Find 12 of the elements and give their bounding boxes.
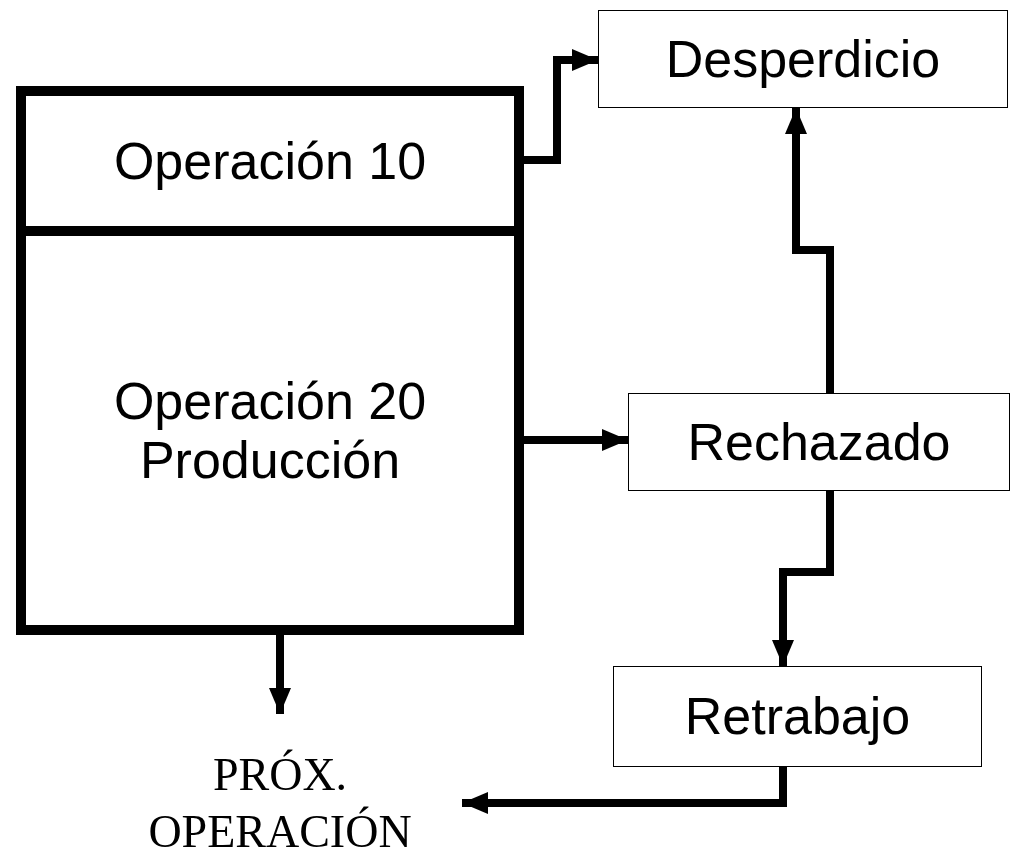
node-label: Desperdicio bbox=[665, 29, 941, 89]
process-box bbox=[628, 393, 1010, 491]
arrow bbox=[785, 108, 834, 393]
node-label: Rechazado bbox=[687, 412, 951, 472]
process-box bbox=[613, 666, 982, 767]
arrow bbox=[524, 429, 628, 451]
node-label: Retrabajo bbox=[684, 687, 911, 746]
arrow bbox=[772, 491, 834, 666]
node-label: Operación 10 bbox=[113, 131, 427, 191]
node-label: PRÓX. OPERACIÓN bbox=[147, 747, 413, 859]
node-label: Operación 20 Producción bbox=[112, 371, 428, 490]
process-box bbox=[598, 10, 1008, 108]
